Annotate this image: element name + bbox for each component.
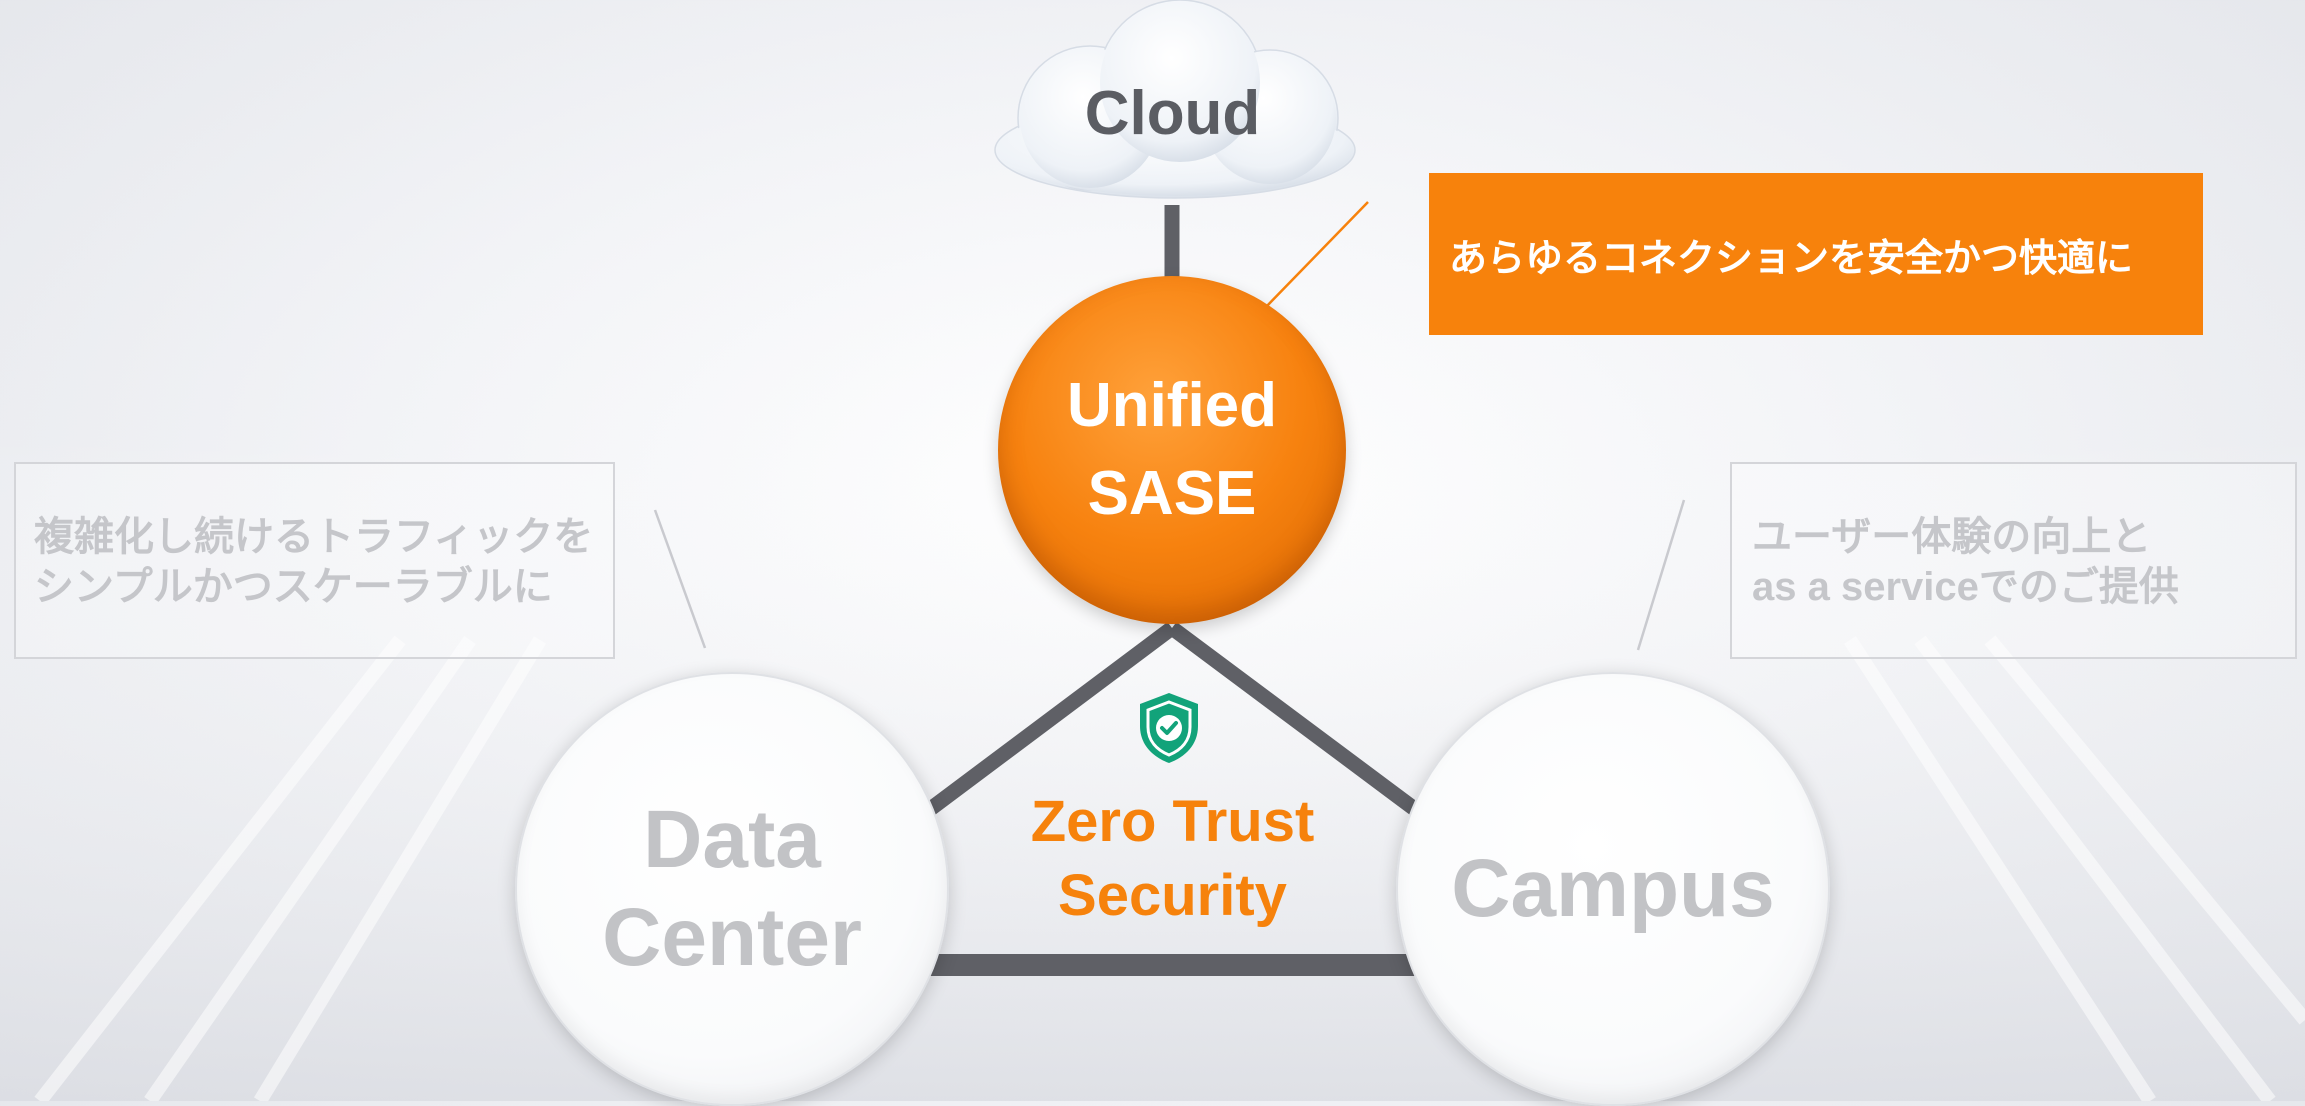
left-callout-line2: シンプルかつスケーラブルに	[34, 565, 553, 609]
campus-node: Campus	[1396, 672, 1830, 1106]
left-callout: 複雑化し続けるトラフィックを シンプルかつスケーラブルに	[14, 462, 615, 659]
left-callout-line1: 複雑化し続けるトラフィックを	[34, 515, 594, 559]
data-center-node: Data Center	[515, 672, 949, 1106]
unified-sase-node: Unified SASE	[998, 276, 1346, 624]
top-callout-pointer	[1264, 201, 1369, 309]
left-callout-pointer	[653, 509, 707, 649]
zero-trust-line1: Zero Trust	[1030, 789, 1315, 854]
right-callout-line2: as a serviceでのご提供	[1752, 565, 2179, 609]
cloud-shape	[994, 0, 1356, 199]
sase-label-line1: Unified	[1066, 371, 1278, 440]
shield-check-icon	[1140, 693, 1198, 763]
cloud-label: Cloud	[1084, 79, 1261, 148]
top-callout: あらゆるコネクションを安全かつ快適に	[1429, 173, 2203, 335]
sase-label-line2: SASE	[1087, 459, 1257, 528]
sase-campus-connector	[1167, 621, 1425, 820]
data-center-label-line2: Center	[602, 892, 862, 983]
right-callout-line1: ユーザー体験の向上と	[1752, 515, 2152, 559]
right-callout: ユーザー体験の向上と as a serviceでのご提供	[1730, 462, 2297, 659]
zero-trust-line2: Security	[1058, 863, 1287, 928]
data-center-label-line1: Data	[643, 794, 821, 885]
right-callout-pointer	[1636, 499, 1686, 651]
sase-datacenter-connector	[920, 621, 1177, 820]
campus-label: Campus	[1451, 843, 1775, 934]
zero-trust-label: Zero Trust Security	[985, 785, 1360, 933]
